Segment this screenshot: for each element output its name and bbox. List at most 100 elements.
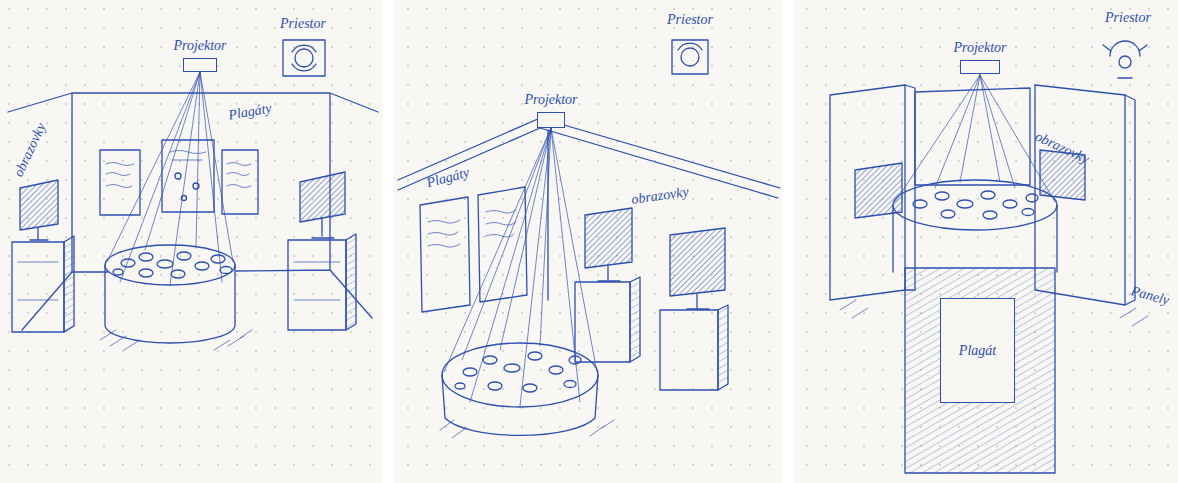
cabinet-side <box>630 277 640 362</box>
poster <box>222 150 258 214</box>
room-label: Priestor <box>280 16 326 32</box>
table-top <box>893 180 1057 230</box>
stone <box>1022 209 1034 216</box>
poster <box>478 187 527 302</box>
cabinet-side <box>64 236 74 332</box>
stone <box>528 352 542 360</box>
room-plan-table <box>1119 56 1131 68</box>
node-text: Projektor <box>953 40 1006 56</box>
stone <box>913 200 927 208</box>
screen <box>300 172 345 222</box>
side-panel <box>830 85 905 300</box>
poster-box: Plagát <box>940 298 1015 403</box>
node-text: Projektor <box>524 92 577 108</box>
stone <box>981 191 995 199</box>
stone <box>569 356 581 364</box>
screen <box>670 228 725 296</box>
front-panel <box>905 268 1055 473</box>
projection-lines <box>895 75 1055 202</box>
poster-text-scribble <box>227 163 251 188</box>
screen <box>20 180 58 230</box>
stone <box>171 270 185 278</box>
screen-stand <box>312 218 334 238</box>
poster-text-scribble <box>428 220 460 247</box>
stone <box>195 262 209 270</box>
stone <box>455 383 465 389</box>
table-top <box>105 245 235 285</box>
dot-grid <box>394 0 782 483</box>
back-panel <box>915 88 1030 185</box>
stone <box>157 260 173 268</box>
projection-lines <box>107 72 233 285</box>
poster <box>100 150 140 215</box>
screen-cabinet <box>12 242 64 332</box>
stone <box>121 259 135 267</box>
stone <box>177 252 191 260</box>
stone <box>488 382 502 390</box>
screen <box>585 208 632 268</box>
stone <box>941 210 955 218</box>
stone <box>139 269 153 277</box>
table-body <box>105 265 235 343</box>
screen-stand <box>687 294 709 309</box>
stone <box>983 211 997 219</box>
stone <box>220 267 232 274</box>
stone <box>504 364 520 372</box>
room-walls <box>398 118 780 300</box>
stones <box>113 252 232 278</box>
stone <box>564 381 576 388</box>
projector-box: Projektor <box>183 58 217 72</box>
room-label: Priestor <box>667 12 713 28</box>
paper-panel <box>0 0 383 483</box>
screen-stand <box>30 228 48 240</box>
room-plan-frame <box>283 40 325 76</box>
screen-stand <box>598 266 620 281</box>
screen-cabinet <box>288 240 346 330</box>
cabinet-side <box>346 234 356 330</box>
dot-grid <box>0 0 383 483</box>
stone <box>935 192 949 200</box>
room-plan-frame <box>672 40 708 74</box>
room-plan-walls <box>678 43 702 50</box>
stone <box>483 356 497 364</box>
table-top <box>442 343 598 407</box>
stone <box>463 368 477 376</box>
floor-shadow <box>100 330 252 350</box>
cabinet-detail <box>18 262 58 300</box>
room-plan-table <box>295 49 313 67</box>
stone <box>549 366 563 374</box>
panel-depth <box>1125 95 1135 305</box>
node-text: Projektor <box>173 38 226 54</box>
stone <box>113 269 123 275</box>
room-plan-table <box>681 48 699 66</box>
screen-cabinet <box>575 282 630 362</box>
room-plan-walls <box>292 45 316 71</box>
stone <box>957 200 973 208</box>
screen-cabinet <box>660 310 718 390</box>
table-body <box>893 205 1057 272</box>
paper-panel <box>394 0 782 483</box>
stone <box>523 384 537 392</box>
poster-stone <box>193 183 199 189</box>
dot-grid <box>793 0 1178 483</box>
room-label: Priestor <box>1105 10 1151 26</box>
stone <box>211 255 225 263</box>
projector-box: Projektor <box>960 60 1000 74</box>
paper-panel <box>793 0 1178 483</box>
projector-box: Projektor <box>537 112 565 128</box>
poster-text-scribble <box>106 163 134 188</box>
poster-text-scribble <box>486 210 516 237</box>
table-body <box>442 375 598 435</box>
stone <box>1026 194 1038 202</box>
floor-shadow <box>440 420 614 438</box>
room-plan-walls <box>1103 41 1147 78</box>
stones <box>455 352 581 392</box>
stone <box>1003 200 1017 208</box>
panel-depth <box>905 85 915 290</box>
cabinet-detail <box>294 262 340 300</box>
stones <box>913 191 1038 219</box>
stone <box>139 253 153 261</box>
